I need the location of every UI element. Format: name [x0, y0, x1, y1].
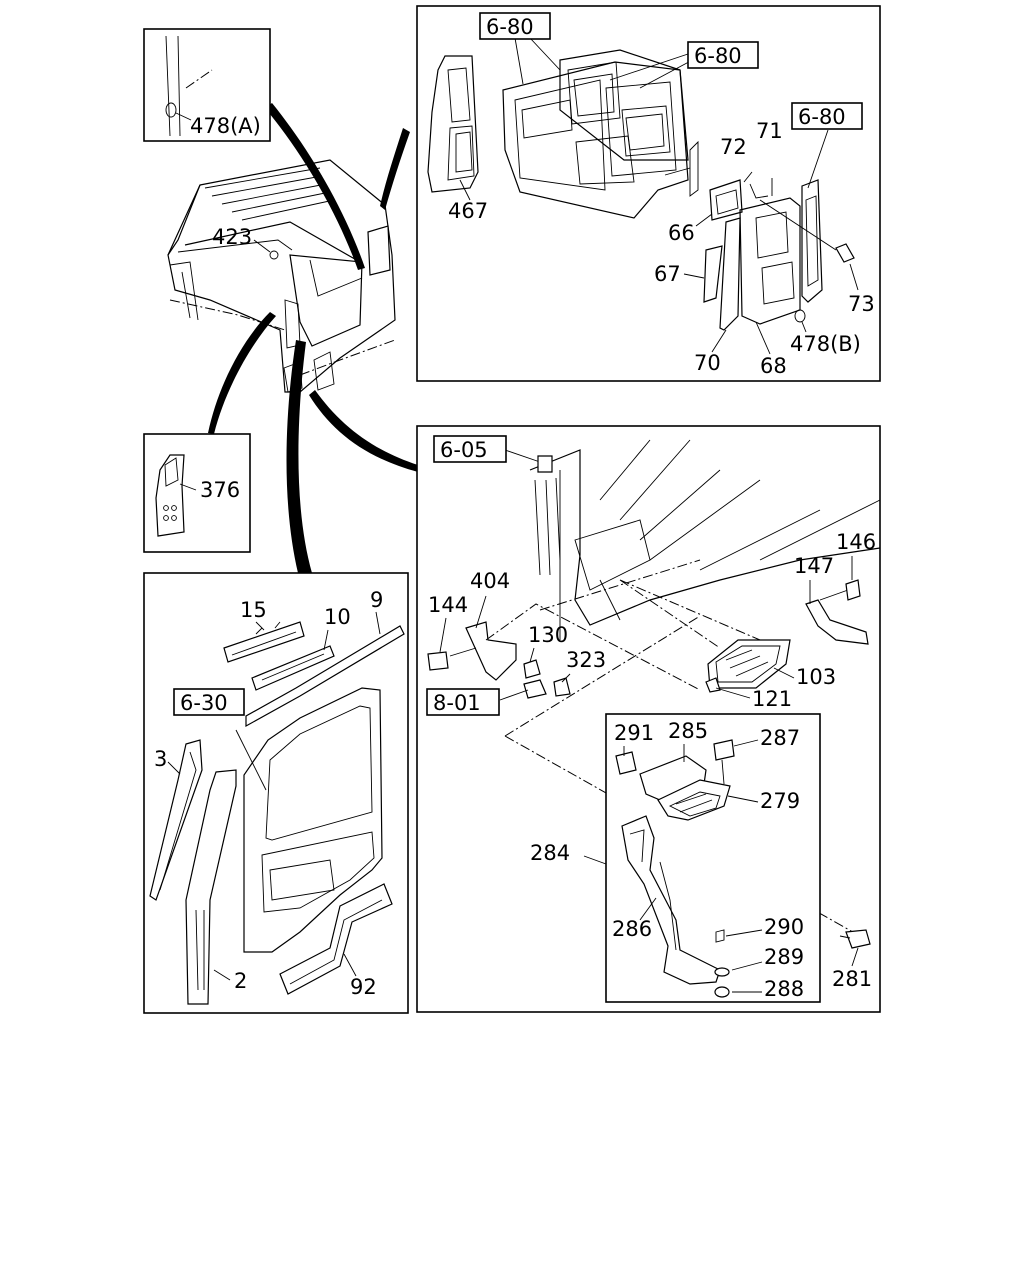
callout-288: 288 — [764, 977, 804, 1001]
callout-291: 291 — [614, 721, 654, 745]
callout-284: 284 — [530, 841, 570, 865]
callout-68: 68 — [760, 354, 787, 378]
callout-147: 147 — [794, 554, 834, 578]
inset-478a — [143, 28, 271, 142]
inset-376 — [143, 433, 251, 553]
panel-rear-frame — [416, 5, 881, 382]
callout-281: 281 — [832, 967, 872, 991]
panel-step — [416, 425, 881, 1013]
callout-103: 103 — [796, 665, 836, 689]
ref-box-680c-frame — [791, 102, 863, 130]
callout-130: 130 — [528, 623, 568, 647]
callout-279: 279 — [760, 789, 800, 813]
callout-72: 72 — [720, 135, 747, 159]
callout-121: 121 — [752, 687, 792, 711]
callout-66: 66 — [668, 221, 695, 245]
ref-680a: 6-80 — [486, 15, 534, 39]
callout-10: 10 — [324, 605, 351, 629]
callout-70: 70 — [694, 351, 721, 375]
connector-bands — [208, 103, 418, 573]
callout-71: 71 — [756, 119, 783, 143]
callout-323: 323 — [566, 648, 606, 672]
callout-290: 290 — [764, 915, 804, 939]
callout-285: 285 — [668, 719, 708, 743]
inset-376-frame — [143, 433, 251, 553]
inset-478a-frame — [143, 28, 271, 142]
callout-15: 15 — [240, 598, 267, 622]
ref-605: 6-05 — [440, 438, 488, 462]
ref-630: 6-30 — [180, 691, 228, 715]
panel-door — [143, 572, 409, 1014]
callout-3: 3 — [154, 747, 167, 771]
panel-rear — [416, 5, 881, 382]
reference-boxes: 6-80 6-80 6-80 6-05 6-30 8-01 — [173, 12, 863, 716]
callout-286: 286 — [612, 917, 652, 941]
callout-289: 289 — [764, 945, 804, 969]
callout-146: 146 — [836, 530, 876, 554]
ref-box-680b-frame — [687, 41, 759, 69]
callout-2: 2 — [234, 969, 247, 993]
cab-overview — [167, 159, 396, 393]
callout-467: 467 — [448, 199, 488, 223]
ref-680c: 6-80 — [798, 105, 846, 129]
ref-801: 8-01 — [433, 691, 481, 715]
inset-step-assembly-frame — [605, 713, 821, 1003]
ref-box-680a-frame — [479, 12, 551, 40]
callout-67: 67 — [654, 262, 681, 286]
ref-680b: 6-80 — [694, 44, 742, 68]
callout-478a: 478(A) — [190, 114, 261, 138]
band-478a — [265, 103, 365, 270]
callout-9: 9 — [370, 588, 383, 612]
callout-73: 73 — [848, 292, 875, 316]
callout-423: 423 — [212, 225, 252, 249]
band-step — [309, 390, 418, 472]
ref-box-630-frame — [173, 688, 245, 716]
band-376 — [208, 312, 276, 434]
band-top-panel — [380, 128, 410, 210]
callout-92: 92 — [350, 975, 377, 999]
band-door — [286, 340, 312, 573]
callouts: 478(A) 423 376 467 72 71 66 67 73 70 68 … — [154, 114, 876, 1001]
callout-478b: 478(B) — [790, 332, 861, 356]
callout-376: 376 — [200, 478, 240, 502]
callout-287: 287 — [760, 726, 800, 750]
ref-box-801-frame — [426, 688, 500, 716]
callout-144: 144 — [428, 593, 468, 617]
ref-box-605-frame — [433, 435, 507, 463]
callout-404: 404 — [470, 569, 510, 593]
